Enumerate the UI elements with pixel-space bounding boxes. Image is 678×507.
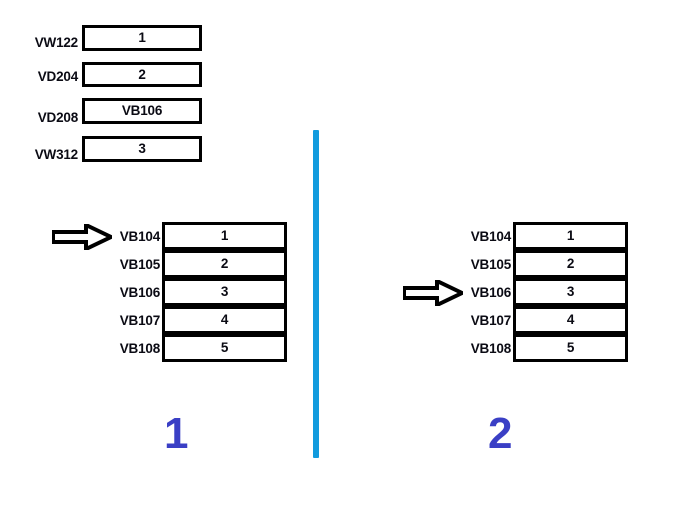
top-row-value-vd208: VB106: [121, 103, 163, 119]
panel-2-row-value-vb104: 1: [566, 228, 575, 244]
panel-2-row-label-vb106: VB106: [470, 285, 511, 300]
panel-2-row-box-vb107[interactable]: 4: [513, 306, 628, 334]
panel-2-row-label-vb104: VB104: [470, 229, 511, 244]
right-arrow-icon-panel-2: [403, 280, 463, 306]
panel-1-row-value-vb106: 3: [220, 284, 229, 300]
panel-1-row-box-vb107[interactable]: 4: [162, 306, 287, 334]
top-row-value-vw122: 1: [138, 30, 146, 46]
top-row-label-vw312: VW312: [34, 147, 78, 162]
panel-2-row-box-vb108[interactable]: 5: [513, 334, 628, 362]
right-arrow-icon-panel-1: [52, 224, 112, 250]
top-row-box-vw312[interactable]: 3: [82, 136, 202, 162]
panel-1-row-box-vb104[interactable]: 1: [162, 222, 287, 250]
top-row-label-vw122: VW122: [34, 35, 78, 50]
panel-1-row-value-vb104: 1: [220, 228, 229, 244]
top-row-label-vd204: VD204: [37, 69, 78, 84]
panel-2-row-value-vb105: 2: [566, 256, 575, 272]
top-row-label-vd208: VD208: [37, 110, 78, 125]
panel-1-row-label-vb107: VB107: [119, 313, 160, 328]
panel-2-row-value-vb106: 3: [566, 284, 575, 300]
panel-2-row-value-vb108: 5: [566, 340, 575, 356]
panel-1-row-value-vb107: 4: [220, 312, 229, 328]
panel-2-row-box-vb104[interactable]: 1: [513, 222, 628, 250]
panel-1-row-box-vb105[interactable]: 2: [162, 250, 287, 278]
panel-1-row-label-vb108: VB108: [119, 341, 160, 356]
panel-1-row-box-vb106[interactable]: 3: [162, 278, 287, 306]
vertical-divider: [313, 130, 319, 458]
panel-2-row-value-vb107: 4: [566, 312, 575, 328]
panel-2-row-label-vb107: VB107: [470, 313, 511, 328]
panel-1-row-label-vb106: VB106: [119, 285, 160, 300]
top-row-value-vw312: 3: [138, 141, 146, 157]
panel-1-row-label-vb104: VB104: [119, 229, 160, 244]
panel-1-row-label-vb105: VB105: [119, 257, 160, 272]
top-row-box-vd204[interactable]: 2: [82, 62, 202, 87]
panel-2-row-label-vb105: VB105: [470, 257, 511, 272]
panel-2-row-box-vb106[interactable]: 3: [513, 278, 628, 306]
panel-1-row-value-vb108: 5: [220, 340, 229, 356]
panel-1-row-value-vb105: 2: [220, 256, 229, 272]
top-row-box-vw122[interactable]: 1: [82, 25, 202, 51]
panel-2-caption: 2: [488, 409, 513, 458]
panel-1-row-box-vb108[interactable]: 5: [162, 334, 287, 362]
panel-1-caption: 1: [164, 409, 189, 458]
top-row-value-vd204: 2: [138, 66, 146, 82]
top-row-box-vd208[interactable]: VB106: [82, 98, 202, 124]
panel-2-row-box-vb105[interactable]: 2: [513, 250, 628, 278]
panel-2-row-label-vb108: VB108: [470, 341, 511, 356]
